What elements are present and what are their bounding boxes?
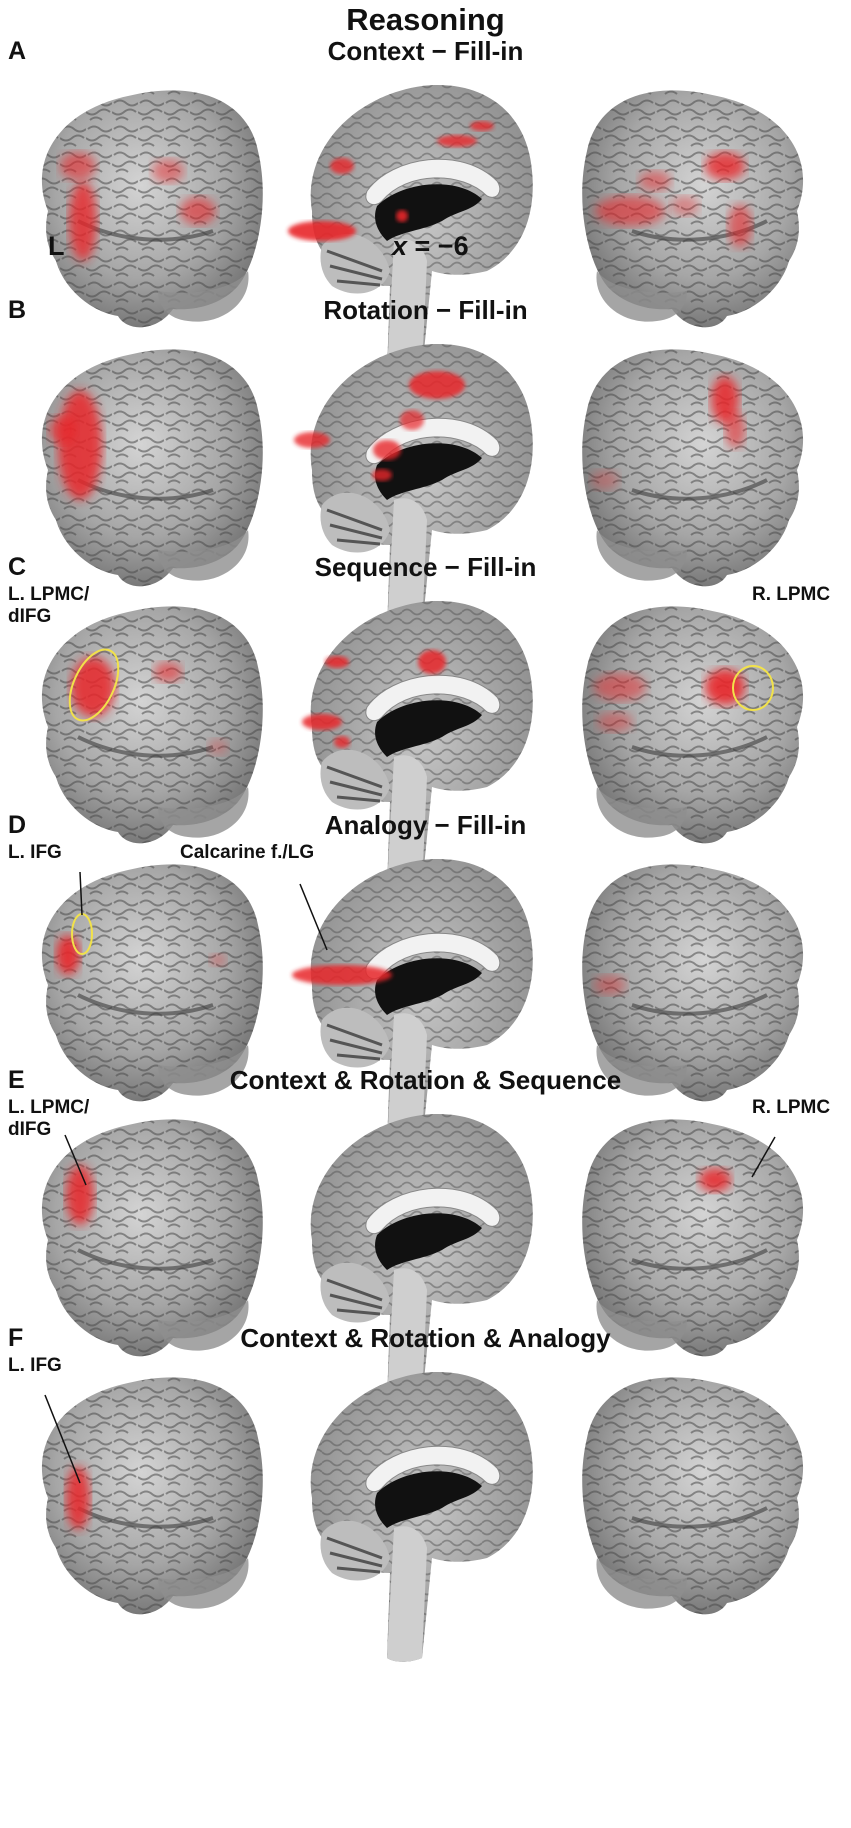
region-label: L. LPMC/ xyxy=(8,1097,90,1118)
panel-title: Context & Rotation & Analogy xyxy=(240,1323,611,1353)
medial-brain-slice xyxy=(282,845,544,1149)
hemisphere-label: L xyxy=(48,231,65,261)
medial-brain-slice xyxy=(282,1358,544,1662)
medial-brain-slice xyxy=(282,71,544,375)
region-label: R. LPMC xyxy=(752,584,831,605)
slice-coordinate-label: x = −6 xyxy=(392,231,469,261)
left-lateral-brain xyxy=(8,71,270,371)
panel-title: Context − Fill-in xyxy=(327,36,524,66)
panel-title: Context & Rotation & Sequence xyxy=(229,1065,622,1095)
panel-e: E Context & Rotation & Sequence L. LPMC/dI… xyxy=(0,1065,851,1404)
medial-brain-slice xyxy=(282,330,544,634)
panel-letter: C xyxy=(8,553,27,581)
panel-letter: E xyxy=(8,1066,25,1094)
panel-letter: A xyxy=(8,37,27,65)
right-lateral-brain xyxy=(575,845,837,1145)
slice-axis: x xyxy=(392,231,408,261)
right-lateral-brain xyxy=(575,71,837,371)
region-label: Calcarine f./LG xyxy=(180,842,315,863)
slice-value: = −6 xyxy=(407,231,469,261)
right-lateral-brain xyxy=(575,1358,837,1658)
panel-c: C Sequence − Fill-in L. LPMC/dIFG R. LPMC xyxy=(0,552,851,891)
panel-letter: D xyxy=(8,811,27,839)
region-label: dIFG xyxy=(8,1119,52,1140)
right-lateral-brain xyxy=(575,1100,837,1400)
region-label: L. IFG xyxy=(8,1355,62,1376)
panel-title: Analogy − Fill-in xyxy=(324,810,527,840)
left-lateral-brain xyxy=(8,845,270,1145)
medial-brain-slice xyxy=(282,587,544,891)
region-label: dIFG xyxy=(8,606,52,627)
panel-f: F Context & Rotation & Analogy L. IFG xyxy=(0,1323,851,1662)
panel-title: Rotation − Fill-in xyxy=(323,295,528,325)
panel-b: B Rotation − Fill-in xyxy=(0,295,851,634)
panel-title: Sequence − Fill-in xyxy=(314,552,537,582)
right-lateral-brain xyxy=(575,330,837,630)
left-lateral-brain xyxy=(8,330,270,630)
left-lateral-brain xyxy=(8,1358,270,1658)
panel-d: D Analogy − Fill-in L. IFG Calcarine f./LG xyxy=(0,810,851,1149)
region-label: R. LPMC xyxy=(752,1097,831,1118)
panel-letter: F xyxy=(8,1324,24,1352)
region-label: L. LPMC/ xyxy=(8,584,90,605)
panel-letter: B xyxy=(8,296,27,324)
region-label: L. IFG xyxy=(8,842,62,863)
medial-brain-slice xyxy=(282,1100,544,1404)
figure-title: Reasoning xyxy=(346,2,505,37)
